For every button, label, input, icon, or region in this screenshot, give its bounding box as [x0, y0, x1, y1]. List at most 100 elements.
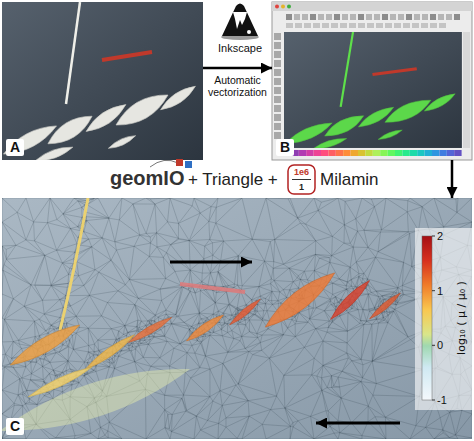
toolbar-icon — [286, 14, 292, 20]
toolbar-icon — [318, 14, 324, 20]
panel-letter: C — [6, 418, 24, 435]
toolbar-icon — [310, 14, 316, 20]
vein — [260, 266, 340, 334]
tick-label: 0 — [437, 339, 443, 351]
color-palette — [410, 150, 417, 156]
label-box: 1 — [299, 181, 304, 193]
toolbar-icon — [414, 14, 420, 20]
toolbar-icon — [358, 14, 364, 20]
tick-label: 2 — [437, 230, 443, 242]
vein — [341, 32, 353, 107]
vein — [60, 198, 88, 330]
color-palette — [395, 150, 402, 156]
tool-name: 1e6 — [294, 167, 309, 177]
tool-icon — [274, 69, 281, 76]
label-box: + Triangle + — [188, 169, 278, 190]
vein — [377, 128, 403, 141]
toolbar-icon — [334, 14, 340, 20]
vein — [228, 297, 262, 327]
shear-arrow — [316, 422, 400, 425]
shear-arrow — [170, 261, 252, 264]
toolbar-icon — [295, 23, 302, 28]
color-palette — [454, 150, 461, 156]
vein — [327, 277, 372, 322]
scale-bar — [102, 52, 152, 60]
toolbar-icon — [349, 23, 356, 28]
color-palette — [314, 150, 321, 156]
vein — [422, 91, 458, 114]
tool-icon — [274, 123, 281, 130]
label-box: 1 — [437, 284, 443, 298]
vein — [381, 95, 435, 128]
label-box: 0 — [437, 338, 443, 352]
toolbar-icon — [382, 14, 388, 20]
toolbar-icon — [374, 14, 380, 20]
vein — [368, 291, 402, 321]
tick-label: -1 — [437, 394, 447, 406]
tool-name: geomIO — [110, 167, 184, 189]
edge-label-box: Automatic vectorization — [205, 74, 271, 98]
tool-icon — [274, 96, 281, 103]
vein — [27, 364, 94, 401]
inkscape-screenshot — [272, 2, 472, 160]
vein — [127, 314, 174, 345]
vein — [7, 319, 83, 371]
toolbar-icon — [412, 23, 419, 28]
scale-bar — [180, 284, 245, 292]
toolbar-icon — [406, 14, 412, 20]
geomio-logo-mark — [150, 159, 192, 168]
color-palette — [439, 150, 446, 156]
toolbar-icon — [294, 14, 300, 20]
toolbar-icon — [438, 14, 444, 20]
toolbar-icon — [421, 23, 428, 28]
toolbar-icon — [430, 14, 436, 20]
color-palette — [373, 150, 380, 156]
tool-icon — [274, 105, 281, 112]
toolbar-icon — [390, 14, 396, 20]
tool-icon — [274, 114, 281, 121]
color-palette — [417, 150, 424, 156]
mesh-model — [2, 198, 472, 439]
vein — [83, 332, 137, 373]
panel: B — [272, 2, 472, 160]
toolbar-icon — [313, 23, 320, 28]
label-box: log₁₀ ( μ / μ₀ ) — [455, 281, 468, 355]
toolbar-icon — [350, 14, 356, 20]
edge-label: Automatic vectorization — [208, 74, 267, 98]
panel-letter: B — [276, 139, 294, 156]
toolbar-icon — [439, 23, 446, 28]
toolbar-icon — [403, 23, 410, 28]
color-palette — [343, 150, 350, 156]
tool-icon — [274, 33, 281, 40]
color-palette — [425, 150, 432, 156]
label-patch — [415, 228, 472, 410]
tool-name: Milamin — [320, 170, 379, 189]
panel: A — [2, 2, 203, 160]
colorbar-ticks — [432, 236, 435, 400]
label-box: 1e6 — [294, 166, 309, 178]
color-palette — [447, 150, 454, 156]
toolbar-icon — [340, 23, 347, 28]
toolbar-icon — [398, 14, 404, 20]
vein — [312, 136, 348, 148]
vein — [158, 82, 198, 114]
toolbar-icon — [358, 23, 365, 28]
toolbar-icon — [376, 23, 383, 28]
tool-icon — [274, 87, 281, 94]
color-palette — [358, 150, 365, 156]
color-palette — [388, 150, 395, 156]
color-palette — [306, 150, 313, 156]
color-palette — [328, 150, 335, 156]
toolbar-icon — [304, 23, 311, 28]
color-palette — [299, 150, 306, 156]
vein — [184, 312, 225, 344]
tool-name: + Triangle + — [188, 170, 278, 189]
vein — [34, 143, 74, 160]
tool-icon — [274, 51, 281, 58]
tool-icon — [274, 60, 281, 67]
toolbar-icon — [302, 14, 308, 20]
color-palette — [402, 150, 409, 156]
vein — [2, 353, 195, 439]
vein — [107, 133, 137, 151]
